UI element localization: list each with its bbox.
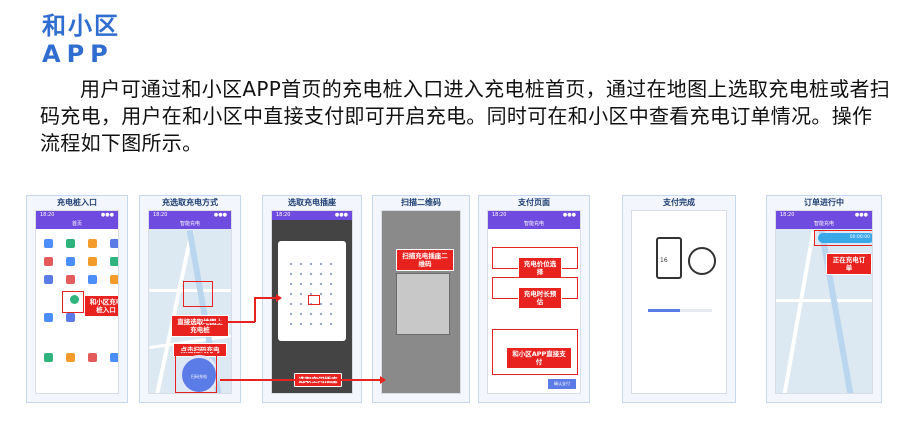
phone-screen: 18:20●●● 智能充电 00:00:00 正在充电订单 bbox=[775, 210, 873, 394]
app-icon[interactable] bbox=[110, 353, 118, 362]
panel-payment: 支付页面 18:20●●● 智能充电 充电价位选择 充电时长预估 和小区APP直… bbox=[478, 195, 590, 403]
arrow-map-to-socket-vert bbox=[254, 297, 256, 322]
socket-dialog bbox=[278, 241, 346, 341]
nav-bar: 智能充电 bbox=[149, 220, 231, 229]
app-icon[interactable] bbox=[66, 275, 75, 284]
progress-track bbox=[648, 309, 712, 312]
app-icon[interactable] bbox=[88, 239, 97, 248]
app-icon[interactable] bbox=[110, 275, 118, 284]
app-icon[interactable] bbox=[88, 257, 97, 266]
panel-title: 支付页面 bbox=[518, 198, 550, 207]
app-icon[interactable] bbox=[66, 353, 75, 362]
order-highlight bbox=[814, 230, 872, 246]
status-bar: 18:20●●● bbox=[272, 211, 352, 220]
panel-charging-entry: 充电桩入口 18:20●●● 首页 和小区充电桩入口 bbox=[26, 195, 128, 403]
socket-highlight[interactable] bbox=[308, 295, 320, 305]
arrow-head bbox=[380, 376, 386, 384]
panel-title: 订单进行中 bbox=[804, 198, 844, 207]
panel-payment-complete: 支付完成 16 bbox=[622, 195, 736, 403]
nav-bar: 首页 bbox=[36, 220, 118, 229]
progress-fill bbox=[648, 309, 680, 312]
panel-title: 充选取充电方式 bbox=[162, 198, 218, 207]
scan-button-highlight bbox=[175, 351, 217, 393]
app-icon[interactable] bbox=[44, 239, 53, 248]
nav-bar: 智能充电 bbox=[776, 220, 872, 229]
arrow-map-to-socket-top bbox=[254, 297, 276, 299]
slide-body-text: 用户可通过和小区APP首页的充电桩入口进入充电桩首页，通过在地图上选取充电桩或者… bbox=[40, 77, 891, 155]
phone-screen: 18:20●●● 智能充电 直接选取地图上充电桩 点击扫码充电 扫码充电 bbox=[148, 210, 232, 394]
arrow-head bbox=[276, 294, 282, 302]
panel-order-in-progress: 订单进行中 18:20●●● 智能充电 00:00:00 正在充电订单 bbox=[766, 195, 882, 403]
order-timer-bar[interactable]: 00:00:00 bbox=[818, 233, 872, 243]
panel-title: 支付完成 bbox=[663, 198, 695, 207]
scan-charge-button[interactable]: 扫码充电 bbox=[179, 355, 219, 393]
app-icon[interactable] bbox=[66, 257, 75, 266]
panel-choose-method: 充选取充电方式 18:20●●● 智能充电 直接选取地图上充电桩 点击扫码充电 … bbox=[139, 195, 241, 403]
charger-illustration: 16 bbox=[656, 237, 682, 279]
callout-charging-order: 正在充电订单 bbox=[826, 253, 872, 275]
charger-meter-number: 16 bbox=[660, 257, 668, 264]
phone-screen: 16 bbox=[631, 210, 727, 394]
arrow-map-to-socket bbox=[203, 321, 255, 323]
status-bar: 18:20●●● bbox=[776, 211, 872, 220]
slide-title-line2: APP bbox=[42, 40, 114, 68]
callout-select-map: 直接选取地图上充电桩 bbox=[171, 315, 229, 337]
nav-bar: 智能充电 bbox=[488, 220, 580, 229]
app-icon[interactable] bbox=[66, 313, 75, 322]
panel-title: 扫描二维码 bbox=[401, 198, 441, 207]
app-icon[interactable] bbox=[44, 275, 53, 284]
status-bar: 18:20●●● bbox=[36, 211, 118, 220]
charging-pile-icon[interactable] bbox=[70, 295, 79, 304]
scooter-icon bbox=[688, 247, 716, 275]
status-bar: 18:20●●● bbox=[488, 211, 580, 220]
socket-grid[interactable] bbox=[286, 259, 338, 333]
pay-method-highlight[interactable] bbox=[492, 329, 578, 375]
map-pile-highlight[interactable] bbox=[183, 281, 213, 307]
app-icon[interactable] bbox=[44, 353, 53, 362]
app-icon[interactable] bbox=[110, 239, 118, 248]
confirm-pay-button[interactable]: 确认支付 bbox=[548, 379, 576, 389]
app-icon[interactable] bbox=[44, 313, 53, 322]
slide-title-line1: 和小区 bbox=[42, 12, 120, 40]
callout-scan-socket-qr: 扫描充电插座二维码 bbox=[396, 249, 454, 271]
panel-title: 选取充电插座 bbox=[288, 198, 336, 207]
slide-title: 和小区 APP bbox=[42, 12, 120, 68]
service-grid bbox=[40, 233, 118, 383]
app-icon[interactable] bbox=[110, 257, 118, 266]
callout-pay-in-app: 和小区APP直接支付 bbox=[506, 347, 572, 369]
phone-screen: 18:20●●● 选取空闲插座 bbox=[271, 210, 353, 394]
qr-scan-frame bbox=[396, 273, 450, 335]
callout-price: 充电价位选择 bbox=[518, 257, 562, 279]
panel-title: 充电桩入口 bbox=[57, 198, 97, 207]
app-icon[interactable] bbox=[88, 353, 97, 362]
entry-highlight bbox=[62, 291, 84, 313]
app-icon[interactable] bbox=[44, 257, 53, 266]
phone-screen: 18:20●●● 智能充电 充电价位选择 充电时长预估 和小区APP直接支付 确… bbox=[487, 210, 581, 394]
panel-scan-qr: 扫描二维码 扫描充电插座二维码 bbox=[372, 195, 470, 403]
scan-charge-label: 扫码充电 bbox=[191, 374, 207, 379]
phone-screen: 18:20●●● 首页 和小区充电桩入口 bbox=[35, 210, 119, 394]
status-bar: 18:20●●● bbox=[149, 211, 231, 220]
arrow-scan-to-qr bbox=[220, 379, 380, 381]
app-icon[interactable] bbox=[88, 275, 97, 284]
callout-duration: 充电时长预估 bbox=[518, 287, 562, 309]
phone-screen: 扫描充电插座二维码 bbox=[381, 210, 461, 394]
callout-entry: 和小区充电桩入口 bbox=[84, 295, 118, 317]
app-icon[interactable] bbox=[66, 239, 75, 248]
